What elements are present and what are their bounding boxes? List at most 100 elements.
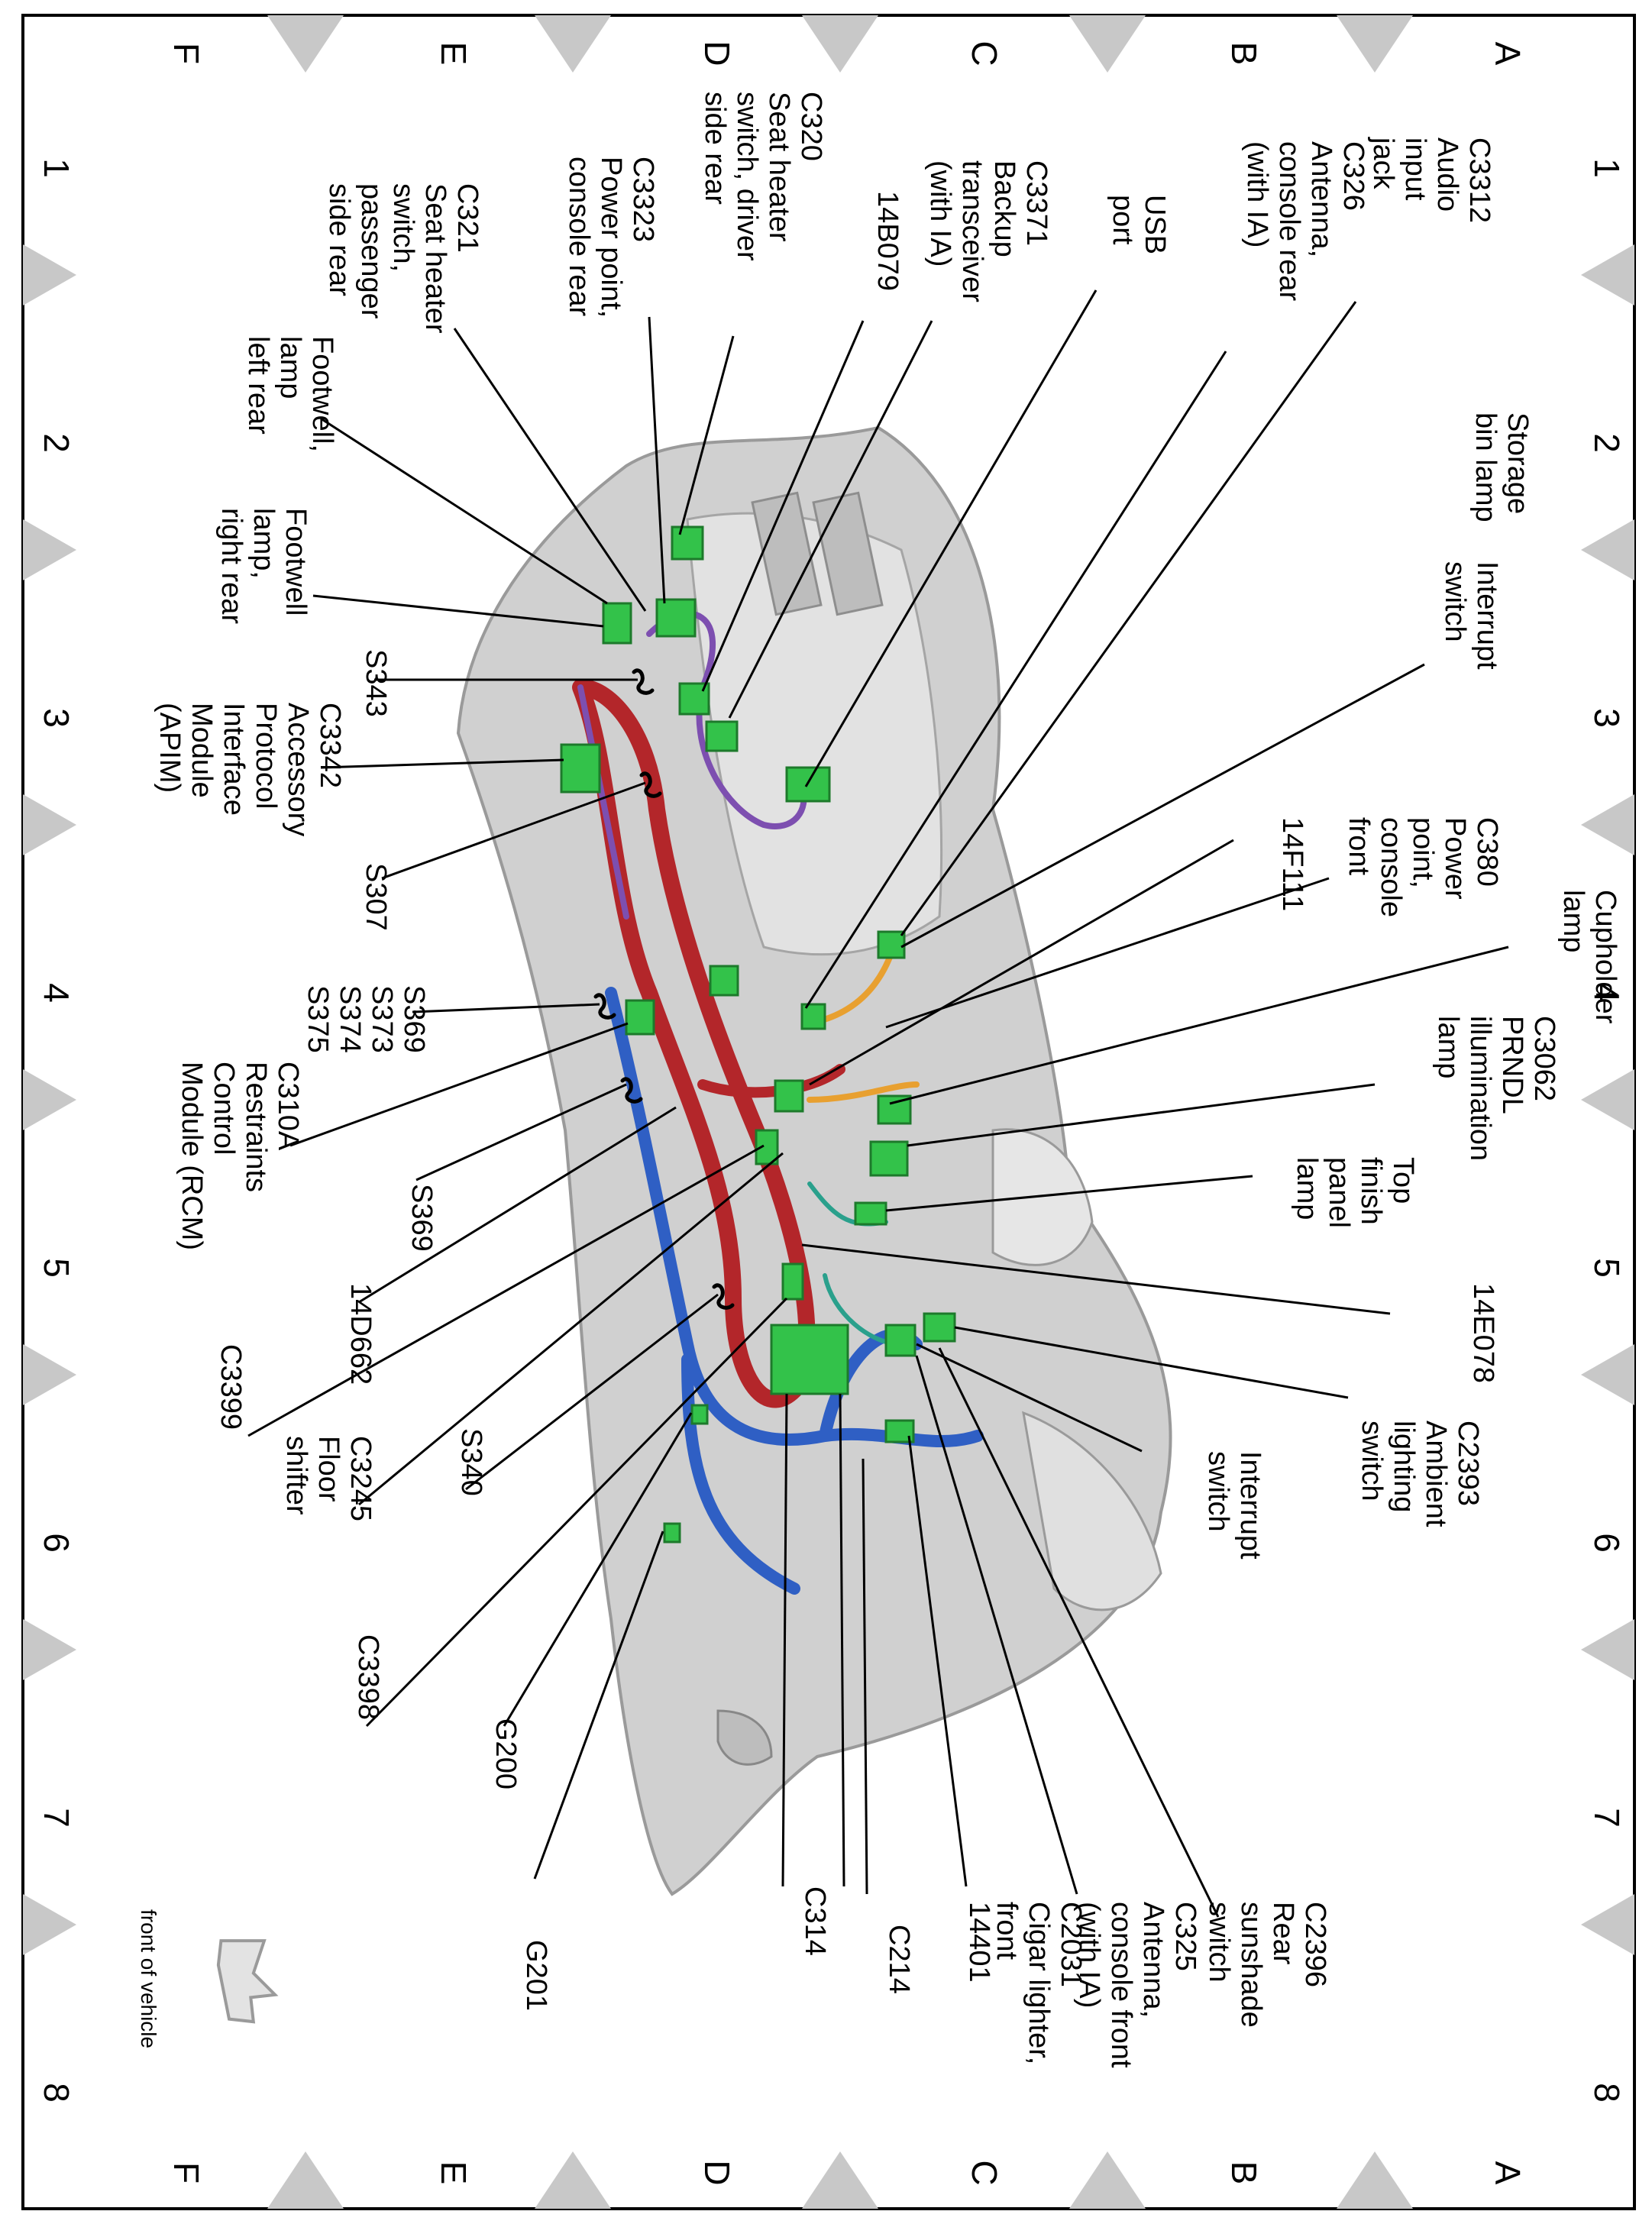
- label-text: G200: [490, 1718, 522, 1789]
- grid-row-label: D: [697, 40, 737, 66]
- label-text: S369: [406, 1184, 438, 1252]
- label-l14f111: 14F111: [1276, 817, 1308, 911]
- grid-row-label: B: [1224, 2161, 1264, 2185]
- front-of-vehicle-indicator: front of vehicle: [137, 1909, 279, 2048]
- label-text: Cupholderlamp: [1557, 890, 1621, 1024]
- front-of-vehicle-label: front of vehicle: [137, 1909, 160, 2048]
- grid-column-label: 1: [37, 158, 76, 178]
- label-footwell-right: Footwelllamp,right rear: [215, 508, 312, 624]
- label-text: C3245Floorshifter: [280, 1436, 377, 1521]
- grid-column-label: 8: [37, 2083, 76, 2103]
- label-top-finish: Topfinishpanellamp: [1291, 1157, 1419, 1228]
- label-text: C314: [799, 1886, 831, 1956]
- label-text: C3323Power point,console rear: [563, 157, 659, 318]
- grid-row-label: B: [1224, 42, 1264, 66]
- label-c380: C380Powerpoint,consolefront: [1343, 817, 1503, 917]
- label-text: C3312Audioinputjack: [1367, 137, 1495, 223]
- grid-column-label: 4: [1587, 983, 1627, 1003]
- grid-column-label: 6: [1587, 1533, 1627, 1553]
- label-c326: C326Antenna,console rear(with IA): [1241, 141, 1369, 301]
- grid-row-label: F: [166, 43, 206, 64]
- arrow-icon: [216, 1939, 279, 2024]
- grid-column-label: 7: [37, 1808, 76, 1828]
- label-text: S340: [455, 1428, 487, 1496]
- label-c2396: C2396Rearsunshadeswitch: [1203, 1902, 1331, 2028]
- grid-column-label: 6: [37, 1533, 76, 1553]
- label-usb: USBport: [1107, 195, 1171, 254]
- label-text: 14F111: [1276, 817, 1308, 911]
- label-c3323: C3323Power point,console rear: [563, 157, 659, 318]
- label-interrupt-top: Interruptswitch: [1439, 561, 1503, 670]
- label-c3399: C3399: [215, 1344, 247, 1430]
- label-text: C2396Rearsunshadeswitch: [1203, 1902, 1331, 2028]
- label-c3342: C3342AccessoryProtocolInterfaceModule(AP…: [154, 703, 346, 836]
- grid-row-label: C: [965, 2160, 1004, 2185]
- label-text: 14E078: [1467, 1283, 1499, 1383]
- label-s343: S343: [360, 649, 392, 717]
- label-text: Interruptswitch: [1202, 1451, 1266, 1560]
- grid-row-label: A: [1488, 2161, 1528, 2185]
- label-text: 14B079: [871, 191, 904, 291]
- label-text: USBport: [1107, 195, 1171, 254]
- label-c320: C320Seat heaterswitch, driverside rear: [699, 92, 827, 261]
- label-s369: S369: [406, 1184, 438, 1252]
- label-text: C321Seat heaterswitch,passengerside rear: [323, 183, 483, 334]
- label-text: C2393Ambientlightingswitch: [1356, 1421, 1484, 1527]
- label-l14e078: 14E078: [1467, 1283, 1499, 1383]
- splice-markers: [593, 668, 735, 1310]
- label-text: C3062PRNDLilluminationlamp: [1432, 1016, 1560, 1161]
- label-text: C310ARestraintsControlModule (RCM): [176, 1062, 304, 1250]
- label-c310a: C310ARestraintsControlModule (RCM): [176, 1062, 304, 1250]
- label-text: Footwelllamp,right rear: [215, 508, 312, 624]
- label-c325: C325Antenna,console front(with IA): [1073, 1902, 1201, 2068]
- center-console: [456, 425, 1172, 1896]
- label-interrupt-bottom: Interruptswitch: [1202, 1451, 1266, 1560]
- label-c214: C214: [883, 1925, 915, 1994]
- label-c3312: C3312Audioinputjack: [1367, 137, 1495, 223]
- label-c3245: C3245Floorshifter: [280, 1436, 377, 1521]
- label-c2393: C2393Ambientlightingswitch: [1356, 1421, 1484, 1527]
- grid-column-label: 5: [1587, 1258, 1627, 1278]
- label-text: Storagebin lamp: [1469, 412, 1534, 522]
- label-l14b079: 14B079: [871, 191, 904, 291]
- label-footwell-left: Footwell,lampleft rear: [242, 336, 338, 452]
- label-c3398: C3398: [352, 1634, 384, 1720]
- label-text: 14401: [963, 1902, 995, 1983]
- grid-row-label: E: [434, 42, 474, 66]
- leader-lines: [247, 289, 1509, 1918]
- label-text: S369S373S374S375: [302, 985, 430, 1053]
- label-text: S343: [360, 649, 392, 717]
- label-text: C380Powerpoint,consolefront: [1343, 817, 1503, 917]
- label-text: C326Antenna,console rear(with IA): [1241, 141, 1369, 301]
- label-text: C2031Cigar lighter,front: [991, 1902, 1087, 2064]
- label-s307: S307: [360, 863, 392, 931]
- label-c3371: C3371Backuptransceiver(with IA): [924, 160, 1052, 302]
- label-c3062: C3062PRNDLilluminationlamp: [1432, 1016, 1560, 1161]
- label-text: C325Antenna,console front(with IA): [1073, 1902, 1201, 2068]
- grid-row-label: F: [166, 2162, 206, 2184]
- label-text: S307: [360, 863, 392, 931]
- grid-column-label: 2: [37, 433, 76, 453]
- label-text: C3399: [215, 1344, 247, 1430]
- label-text: Footwell,lampleft rear: [242, 336, 338, 452]
- label-text: C320Seat heaterswitch, driverside rear: [699, 92, 827, 261]
- label-text: Interruptswitch: [1439, 561, 1503, 670]
- label-text: 14D662: [344, 1283, 377, 1385]
- harness-purple: [577, 610, 807, 920]
- grid-column-label: 1: [1587, 158, 1627, 178]
- grid-row-label: E: [434, 2161, 474, 2185]
- grid-markers: [23, 15, 1634, 2209]
- label-text: C3398: [352, 1634, 384, 1720]
- label-cupholder: Cupholderlamp: [1557, 890, 1621, 1024]
- grid-row-label: A: [1488, 42, 1528, 66]
- grid-column-label: 7: [1587, 1808, 1627, 1828]
- grid-column-label: 3: [1587, 708, 1627, 728]
- label-c314: C314: [799, 1886, 831, 1956]
- label-c321: C321Seat heaterswitch,passengerside rear: [323, 183, 483, 334]
- label-c2031: C2031Cigar lighter,front: [991, 1902, 1087, 2064]
- grid-column-label: 5: [37, 1258, 76, 1278]
- label-storage: Storagebin lamp: [1469, 412, 1534, 522]
- grid-row-label: C: [965, 40, 1004, 66]
